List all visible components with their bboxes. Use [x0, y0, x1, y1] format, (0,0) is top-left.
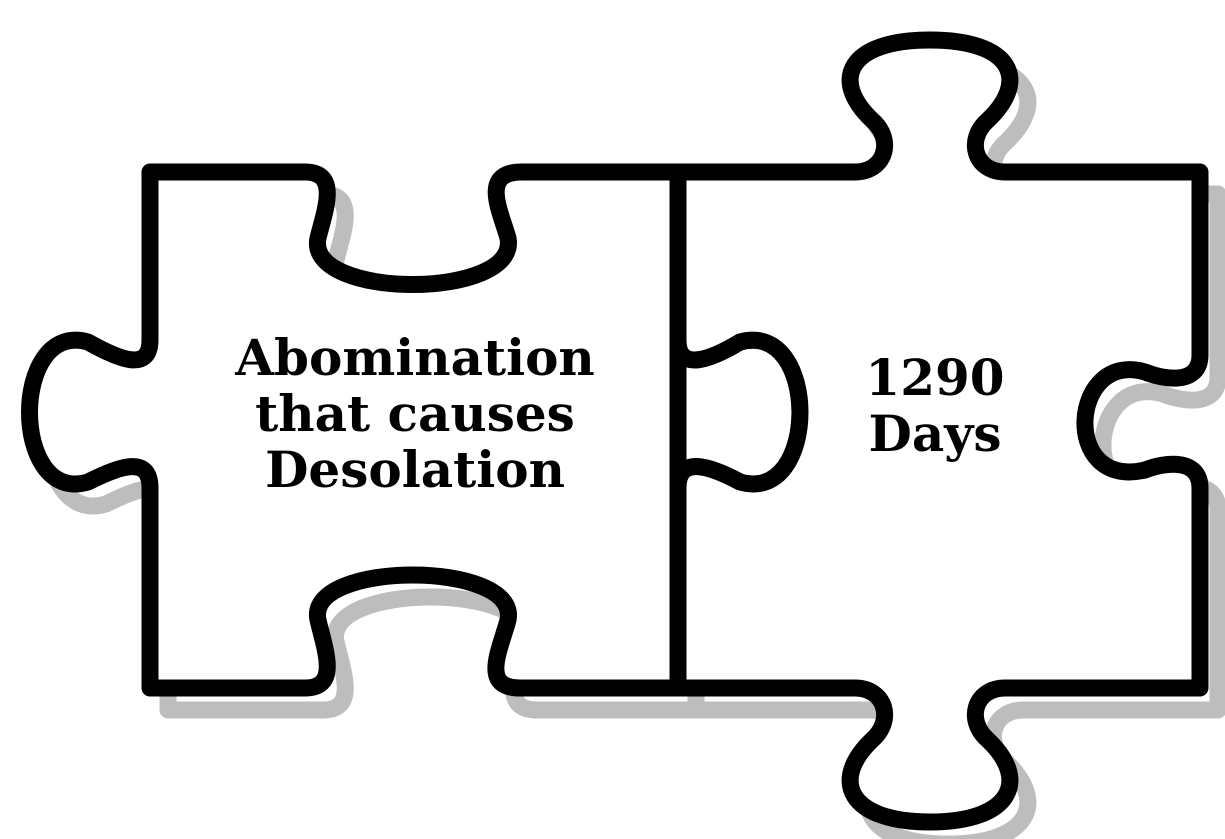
- left-piece-line-2: that causes: [255, 384, 575, 443]
- right-piece-label: 1290 Days: [825, 350, 1045, 462]
- right-puzzle-piece: [669, 31, 1209, 831]
- left-piece-line-1: Abomination: [235, 328, 595, 387]
- right-piece-line-1: 1290: [865, 348, 1005, 407]
- left-piece-label: Abomination that causes Desolation: [215, 330, 615, 498]
- left-piece-line-3: Desolation: [265, 440, 565, 499]
- right-piece-line-2: Days: [868, 404, 1002, 463]
